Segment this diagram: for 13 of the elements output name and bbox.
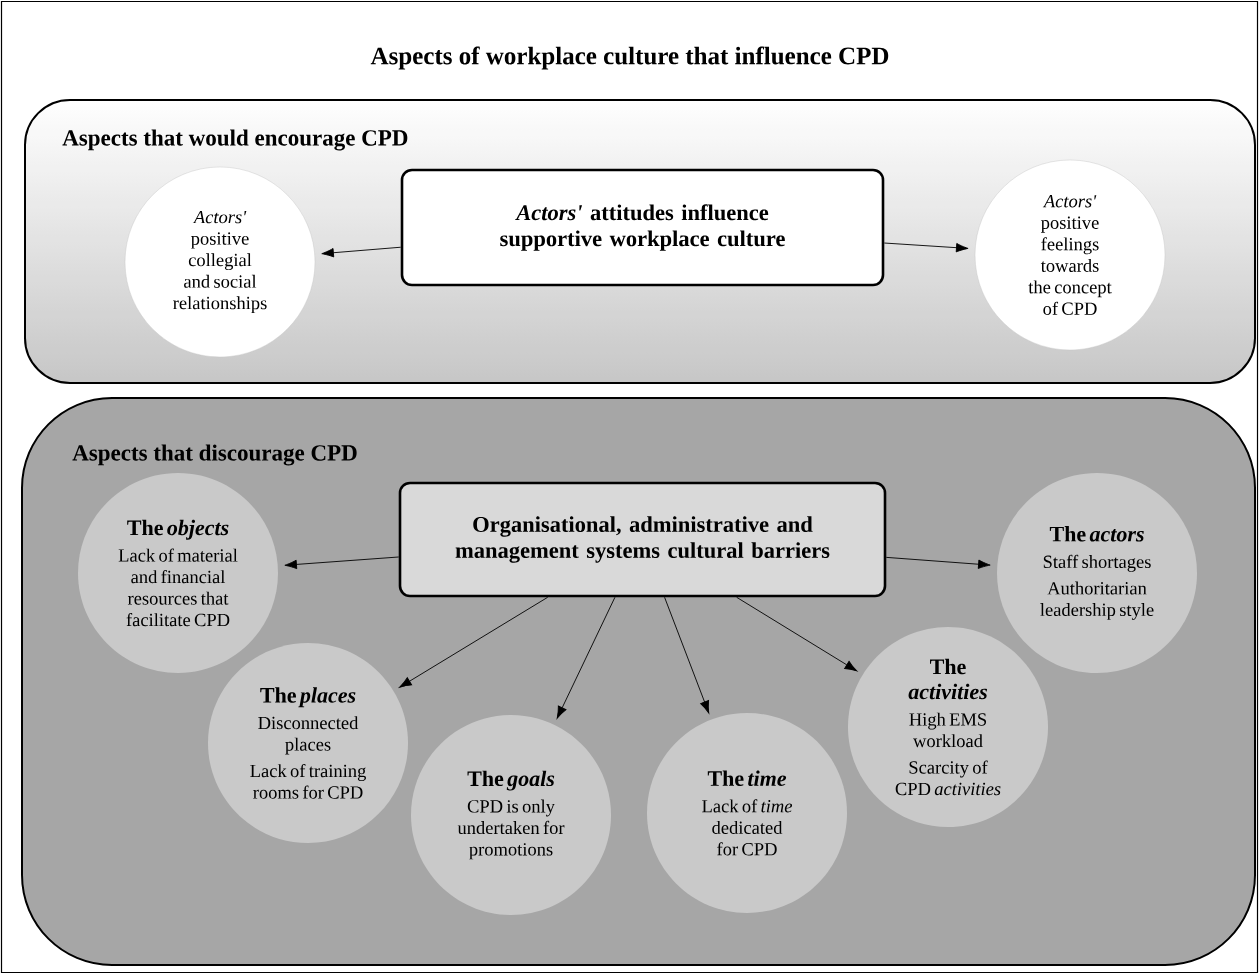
process-box: Actors' attitudes influence supportive workplace culture [400,168,885,287]
arrow [736,596,858,672]
arrow [664,596,710,714]
process-box: Organisational, administrative and management systems cultural barriers [398,481,887,598]
arrow [321,246,402,258]
arrow [883,242,969,253]
panel-heading: Aspects that would encourage CPD [62,129,408,151]
arrow [556,596,616,719]
arrow [284,556,400,570]
arrow [399,596,549,688]
title: Aspects of workplace culture that influence CPD [370,46,889,70]
arrow [885,556,991,569]
panel-heading: Aspects that discourage CPD [72,444,357,466]
